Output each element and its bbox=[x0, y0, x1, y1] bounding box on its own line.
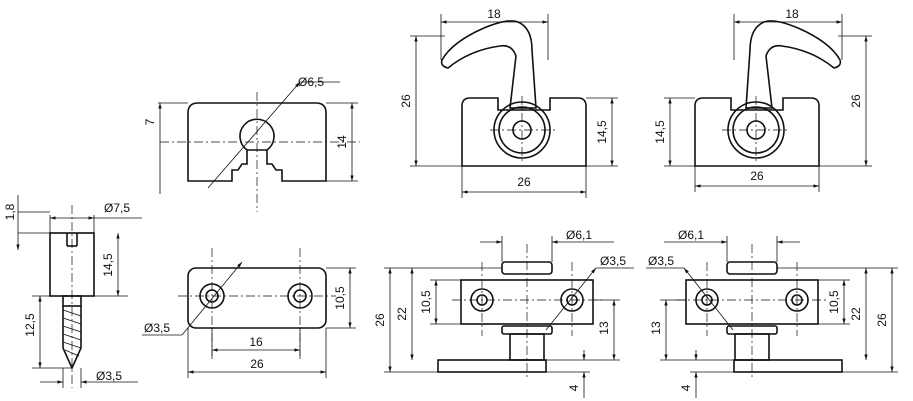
latch-left-dim-base: 26 bbox=[517, 175, 531, 189]
plate-dim-pitch: 16 bbox=[249, 335, 263, 349]
latch-left-dim-lever: 18 bbox=[487, 7, 501, 21]
plan-right-dim-hole: Ø3,5 bbox=[648, 254, 674, 268]
plan-left-dim-hole: Ø3,5 bbox=[600, 254, 626, 268]
latch-right-dim-body: 14,5 bbox=[653, 120, 667, 144]
end-view-bore bbox=[239, 118, 275, 151]
plan-right-dim-mid: 22 bbox=[849, 307, 863, 321]
plate-dim-hole: Ø3,5 bbox=[144, 321, 170, 335]
latch-left-body bbox=[461, 97, 587, 167]
plan-left-dim-offset: 13 bbox=[597, 321, 611, 335]
screw-view: 1,8 Ø7,5 14,5 12,5 Ø3,5 bbox=[3, 195, 142, 388]
plan-right-dim-body: 10,5 bbox=[827, 290, 841, 314]
latch-right-dim-total: 26 bbox=[849, 94, 863, 108]
end-view-dim-offset: 7 bbox=[143, 118, 157, 125]
screw-dim-head-length: 14,5 bbox=[101, 253, 115, 277]
plan-right-dim-offset: 13 bbox=[649, 321, 663, 335]
plan-right-dim-total: 26 bbox=[875, 313, 889, 327]
plan-left-dim-total: 26 bbox=[373, 313, 387, 327]
latch-right-dim-lever: 18 bbox=[785, 7, 799, 21]
screw-dim-head: Ø7,5 bbox=[104, 201, 130, 215]
latch-left-dim-body: 14,5 bbox=[595, 120, 609, 144]
plan-left-dim-mid: 22 bbox=[395, 307, 409, 321]
plan-right-base bbox=[733, 359, 843, 373]
end-view: Ø6,5 14 7 bbox=[143, 75, 360, 212]
end-view-dim-bore: Ø6,5 bbox=[298, 75, 324, 89]
plan-view-left: Ø6,1 Ø3,5 10,5 22 26 13 4 bbox=[373, 228, 634, 398]
latch-side-view-left: 18 26 14,5 26 bbox=[399, 7, 618, 198]
plate-view: Ø3,5 16 26 10,5 bbox=[142, 248, 356, 378]
latch-right-body bbox=[694, 97, 820, 167]
plan-view-right: Ø6,1 Ø3,5 10,5 22 26 13 4 bbox=[646, 228, 898, 398]
plate-body bbox=[187, 267, 327, 329]
plan-left-dim-body: 10,5 bbox=[419, 290, 433, 314]
plan-right-dim-pin: Ø6,1 bbox=[678, 228, 704, 242]
screw-dim-thread: 12,5 bbox=[23, 313, 37, 337]
end-view-dim-height: 14 bbox=[335, 135, 349, 149]
latch-right-lever bbox=[745, 20, 842, 109]
screw-dim-top: 1,8 bbox=[3, 203, 17, 220]
latch-left-lever bbox=[440, 20, 537, 109]
plate-dim-height: 10,5 bbox=[333, 286, 347, 310]
end-view-body bbox=[187, 102, 327, 182]
plan-left-base bbox=[437, 359, 547, 373]
latch-side-view-right: 18 26 14,5 26 bbox=[653, 7, 872, 192]
plan-right-dim-base: 4 bbox=[679, 384, 693, 391]
screw-dim-diameter: Ø3,5 bbox=[96, 369, 122, 383]
plan-left-dim-pin: Ø6,1 bbox=[566, 228, 592, 242]
plan-left-dim-base: 4 bbox=[567, 384, 581, 391]
plate-dim-width: 26 bbox=[250, 357, 264, 371]
latch-right-dim-base: 26 bbox=[750, 169, 764, 183]
latch-left-dim-total: 26 bbox=[399, 94, 413, 108]
